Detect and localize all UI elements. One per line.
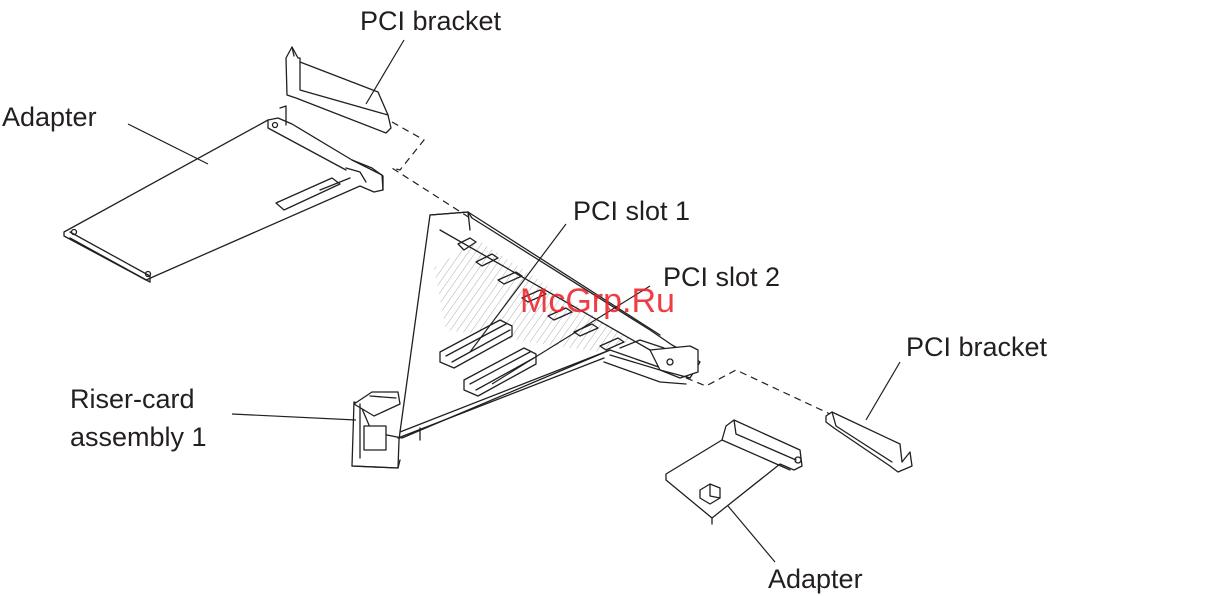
label-adapter-bottom: Adapter — [768, 564, 863, 594]
label-pci-bracket-top: PCI bracket — [360, 6, 502, 36]
label-adapter-left: Adapter — [2, 102, 97, 132]
watermark-text: McGrp.Ru — [520, 282, 675, 320]
alignment-line-right — [686, 370, 830, 414]
alignment-line-top — [392, 122, 470, 218]
label-pci-bracket-right: PCI bracket — [906, 332, 1048, 362]
adapter-left — [64, 106, 383, 282]
pci-bracket-right — [826, 412, 912, 472]
riser-card-assembly — [352, 212, 700, 468]
label-riser-card-line2: assembly 1 — [70, 422, 207, 452]
adapter-bottom — [666, 420, 802, 524]
pci-bracket-top — [286, 47, 391, 133]
label-riser-card-line1: Riser-card — [70, 384, 195, 414]
label-pci-slot-1: PCI slot 1 — [573, 196, 690, 226]
label-pci-slot-2: PCI slot 2 — [663, 262, 780, 292]
